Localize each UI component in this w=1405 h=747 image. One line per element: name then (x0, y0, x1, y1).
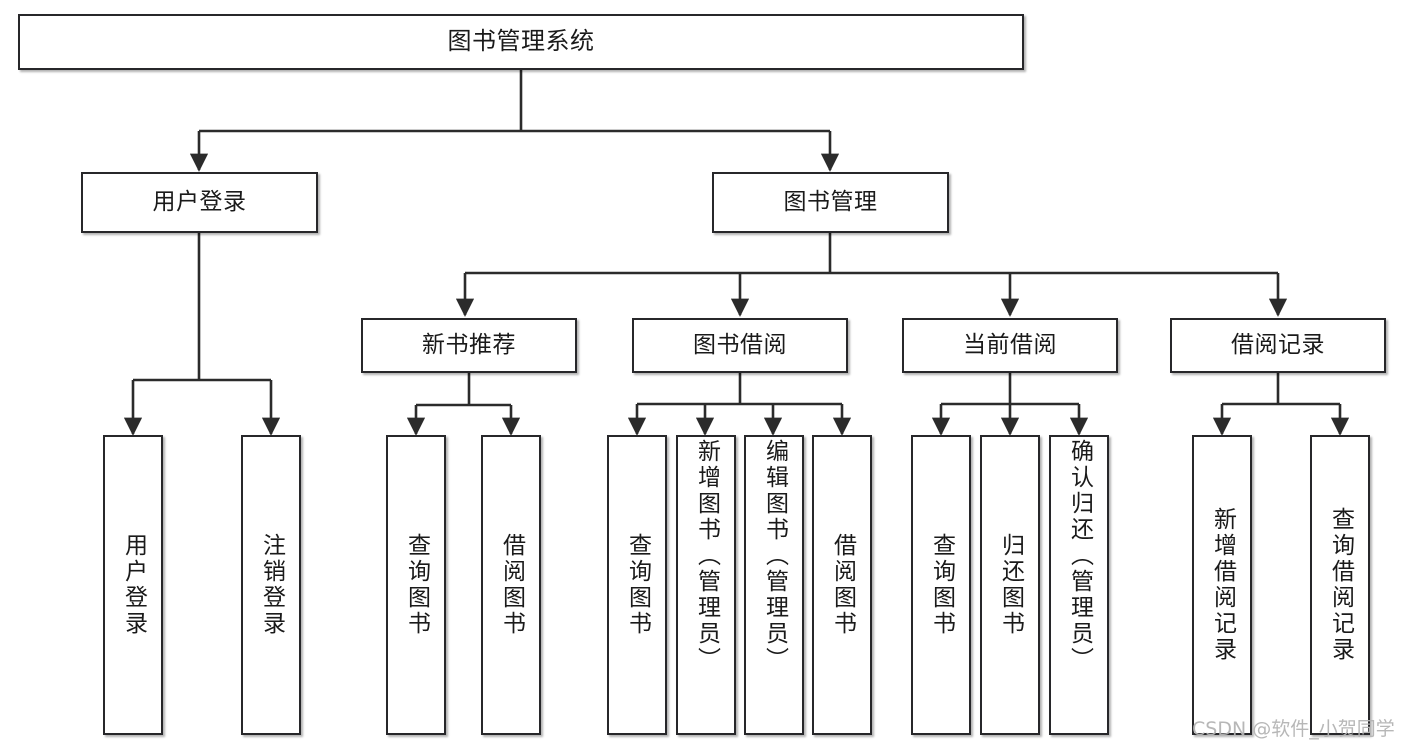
leaf-book-borrow-borrow-book[interactable]: 借阅图书 (812, 435, 872, 735)
node-label: 查询图书 (624, 533, 651, 637)
node-label: 用户登录 (152, 189, 247, 216)
node-label: 借阅图书 (498, 533, 525, 637)
leaf-book-borrow-edit-book-admin[interactable]: 编辑图书（管理员） (744, 435, 804, 735)
node-label: 归还图书 (997, 533, 1024, 637)
node-label: 图书管理 (783, 189, 878, 216)
leaf-book-borrow-query-book[interactable]: 查询图书 (607, 435, 667, 735)
node-label: 编辑图书（管理员） (761, 439, 788, 673)
leaf-new-book-query-book[interactable]: 查询图书 (386, 435, 446, 735)
node-book-management[interactable]: 图书管理 (712, 172, 949, 233)
leaf-borrow-record-add-record[interactable]: 新增借阅记录 (1192, 435, 1252, 735)
node-root-book-management-system[interactable]: 图书管理系统 (18, 14, 1024, 70)
node-new-book-recommend[interactable]: 新书推荐 (361, 318, 577, 373)
node-label: 新增图书（管理员） (693, 439, 720, 673)
leaf-current-borrow-return-book[interactable]: 归还图书 (980, 435, 1040, 735)
node-user-login[interactable]: 用户登录 (81, 172, 318, 233)
node-label: 借阅记录 (1231, 332, 1325, 359)
node-label: 注销登录 (258, 533, 285, 637)
node-borrow-record[interactable]: 借阅记录 (1170, 318, 1386, 373)
node-label: 用户登录 (120, 533, 147, 637)
node-book-borrow[interactable]: 图书借阅 (632, 318, 848, 373)
node-label: 确认归还（管理员） (1066, 439, 1093, 673)
node-label: 查询图书 (928, 533, 955, 637)
node-label: 图书借阅 (693, 332, 787, 359)
node-label: 查询图书 (403, 533, 430, 637)
csdn-watermark: CSDN @软件_小贺同学 (1192, 718, 1395, 740)
node-label: 图书管理系统 (447, 27, 595, 56)
node-label: 新书推荐 (422, 332, 516, 359)
leaf-user-login-login[interactable]: 用户登录 (103, 435, 163, 735)
leaf-current-borrow-query-book[interactable]: 查询图书 (911, 435, 971, 735)
node-label: 当前借阅 (963, 332, 1057, 359)
node-current-borrow[interactable]: 当前借阅 (902, 318, 1118, 373)
leaf-user-login-logout[interactable]: 注销登录 (241, 435, 301, 735)
leaf-current-borrow-confirm-return-admin[interactable]: 确认归还（管理员） (1049, 435, 1109, 735)
leaf-book-borrow-add-book-admin[interactable]: 新增图书（管理员） (676, 435, 736, 735)
node-label: 查询借阅记录 (1327, 507, 1354, 663)
node-label: 新增借阅记录 (1209, 507, 1236, 663)
leaf-borrow-record-query-record[interactable]: 查询借阅记录 (1310, 435, 1370, 735)
leaf-new-book-borrow-book[interactable]: 借阅图书 (481, 435, 541, 735)
node-label: 借阅图书 (829, 533, 856, 637)
